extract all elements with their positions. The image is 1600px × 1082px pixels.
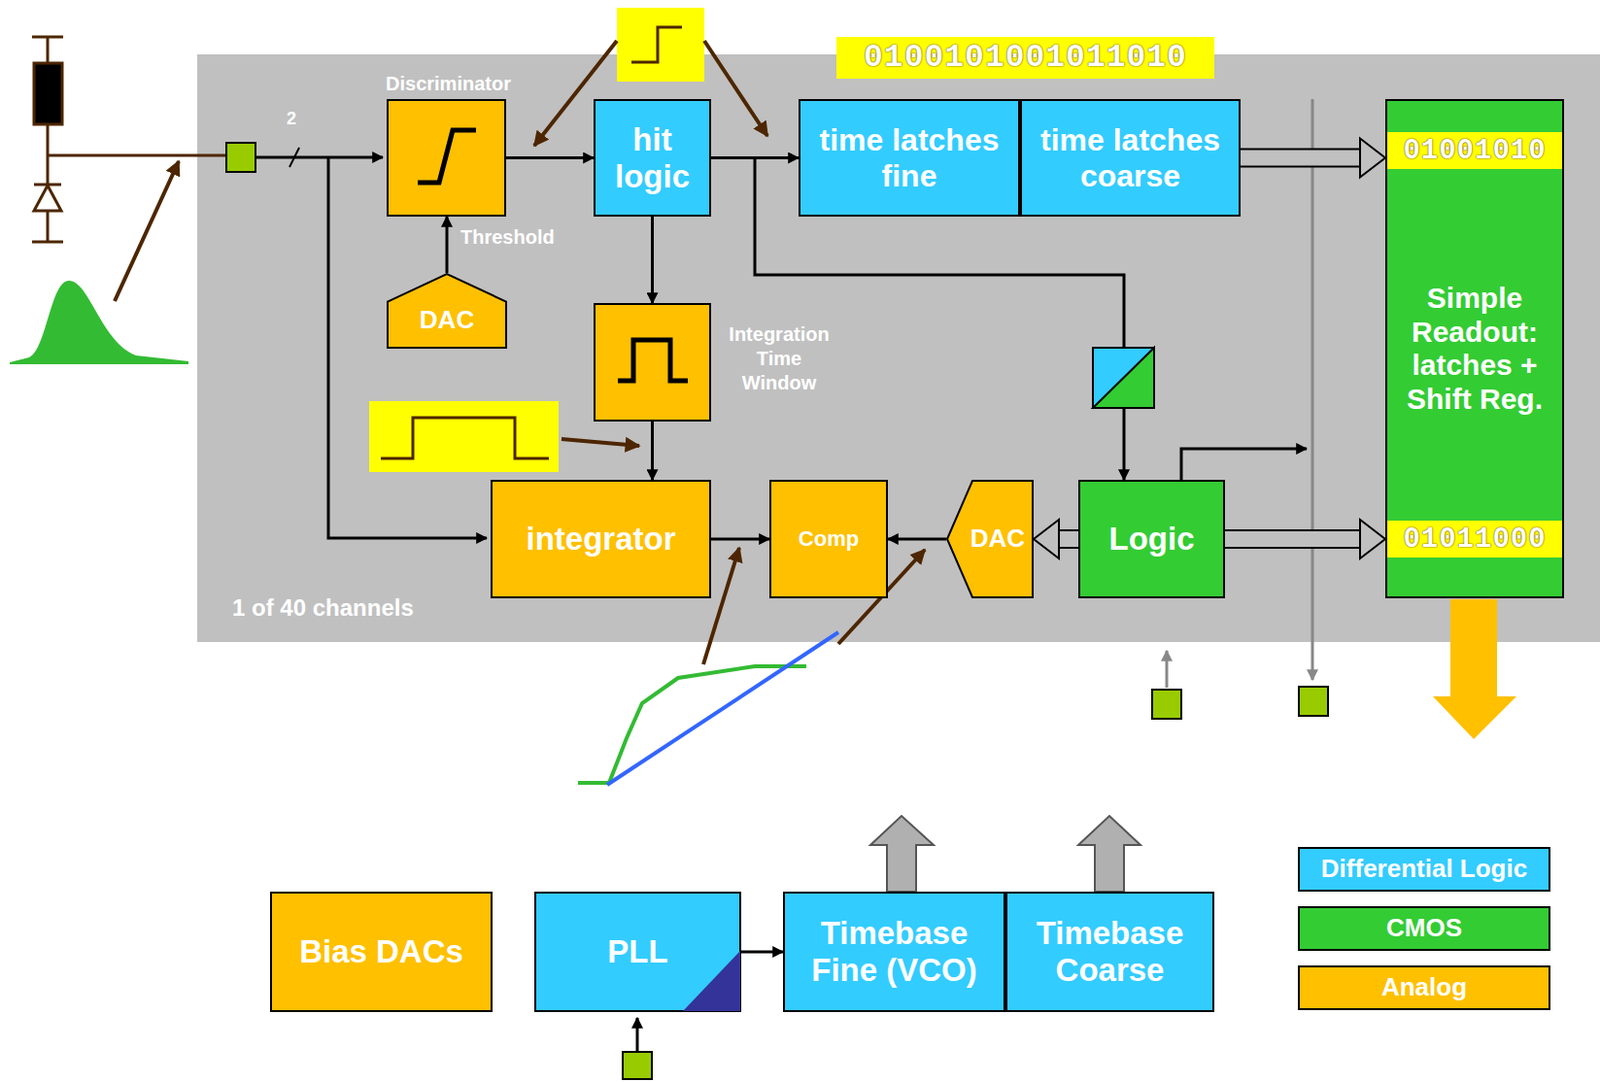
block-label: Timebase Coarse xyxy=(1011,915,1209,989)
bit-pattern: 01001010 xyxy=(1387,132,1563,170)
block-label: DAC xyxy=(390,306,504,336)
logic-wire xyxy=(1181,448,1307,480)
pll-filter-mark xyxy=(682,951,741,1012)
block-label: Timebase Fine (VCO) xyxy=(788,915,1000,989)
legend-text: Analog xyxy=(1299,973,1549,1003)
block-label: time latches fine xyxy=(804,122,1015,195)
block-label: Bias DACs xyxy=(275,933,487,971)
comparator-box: Comp xyxy=(769,479,888,599)
bus-pad xyxy=(1298,686,1328,716)
legend-swatch: Analog xyxy=(1297,965,1551,1011)
level-shifter xyxy=(1092,347,1155,409)
window-callout xyxy=(369,401,559,473)
block-label: hit logic xyxy=(599,121,706,196)
bit-pattern: 0100101001011010 xyxy=(836,36,1215,79)
discriminator-box: Discriminator xyxy=(386,99,507,217)
pll-box: PLL xyxy=(534,891,742,1013)
leader-line xyxy=(561,439,640,446)
edge-label: Threshold xyxy=(458,226,557,249)
panel-label: 1 of 40 channels xyxy=(232,594,414,622)
pad-wire xyxy=(636,1018,640,1053)
window-symbol xyxy=(380,417,549,459)
bus-arrow xyxy=(1225,519,1386,559)
signal-connector xyxy=(711,539,770,541)
input-pulse xyxy=(9,280,189,365)
window-box: Integration Time Window xyxy=(593,303,712,422)
block-label: time latches coarse xyxy=(1025,122,1235,195)
bus-width: 2 xyxy=(281,106,302,131)
block-label: integrator xyxy=(496,520,706,558)
latch-box: time latches coarse xyxy=(1020,99,1241,217)
signal-connector xyxy=(651,216,653,304)
block-label: Simple Readout: latches + Shift Reg. xyxy=(1391,281,1559,416)
timebase-arrow xyxy=(1078,816,1141,892)
block-heading: Integration Time Window xyxy=(720,322,838,396)
bit-pattern: 01011000 xyxy=(1387,520,1563,558)
signal-connector xyxy=(741,952,783,954)
block-label: Logic xyxy=(1084,520,1220,558)
block-label: Comp xyxy=(775,526,883,551)
legend-text: CMOS xyxy=(1299,914,1549,944)
readout-bus xyxy=(1311,99,1315,681)
timebase-box: Timebase Fine (VCO) xyxy=(782,891,1006,1013)
integral-curve xyxy=(578,666,807,783)
bus-arrow xyxy=(1240,138,1386,178)
step-callout xyxy=(616,7,705,82)
timebase-box: Timebase Coarse xyxy=(1005,891,1215,1013)
input-circuit xyxy=(32,36,227,242)
input-wire xyxy=(255,156,383,160)
block-label: DAC xyxy=(965,524,1030,554)
signal-connector xyxy=(651,421,653,480)
block-heading: Discriminator xyxy=(349,72,547,96)
logic-box: hit logic xyxy=(593,99,712,217)
step-symbol xyxy=(631,27,682,63)
dac-block: DAC xyxy=(386,272,508,349)
bus-slash xyxy=(289,147,300,168)
signal-connector xyxy=(446,216,448,273)
pad-wire xyxy=(1165,650,1169,688)
ramp-line xyxy=(607,632,839,785)
bias-box: Bias DACs xyxy=(270,891,493,1013)
dac-block: DAC xyxy=(946,479,1034,599)
channel-panel xyxy=(197,54,1600,643)
input-pad xyxy=(226,142,256,172)
latch-box: time latches fine xyxy=(798,99,1021,217)
pll-pad xyxy=(622,1052,652,1080)
signal-connector xyxy=(506,157,594,159)
output-arrow xyxy=(1432,599,1517,740)
logic-box: Logic xyxy=(1078,479,1226,599)
legend-swatch: CMOS xyxy=(1297,906,1551,952)
bus-arrow xyxy=(1033,519,1079,559)
leader-line xyxy=(114,161,179,302)
block-label: PLL xyxy=(540,933,736,971)
signal-connector xyxy=(887,539,947,541)
window-symbol xyxy=(617,340,688,381)
leader-line xyxy=(704,40,768,137)
discriminator-symbol xyxy=(417,130,477,183)
timebase-arrow xyxy=(870,816,934,892)
legend-text: Differential Logic xyxy=(1299,854,1549,885)
legend-swatch: Differential Logic xyxy=(1297,847,1551,892)
logic-pad xyxy=(1152,689,1182,719)
integrator-box: integrator xyxy=(490,479,712,599)
